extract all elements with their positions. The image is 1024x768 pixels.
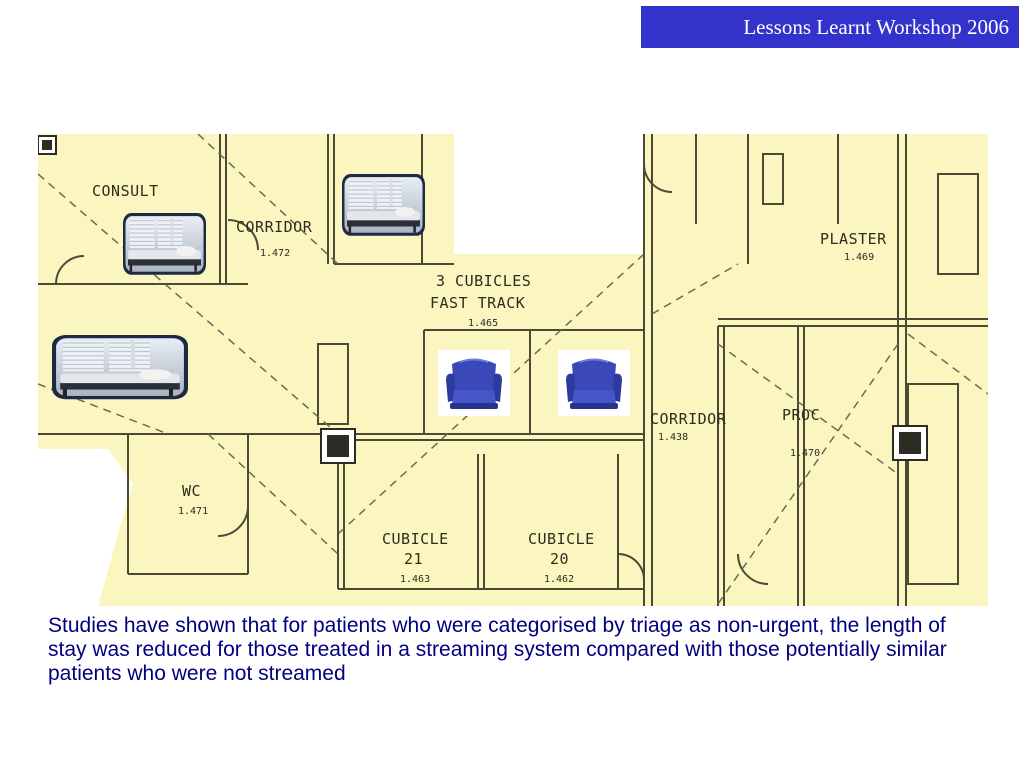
plaster-label: PLASTER <box>820 230 887 248</box>
proc-code: 1.470 <box>790 448 820 459</box>
cubicle-21-code: 1.463 <box>400 574 430 585</box>
wc-code: 1.471 <box>178 506 208 517</box>
plaster-code: 1.469 <box>844 252 874 263</box>
cubicle-20-number: 20 <box>550 550 569 568</box>
floor-plan: CONSULT CORRIDOR 1.472 3 CUBICLES FAST T… <box>38 134 988 606</box>
bed-photo-consult <box>123 213 206 275</box>
proc-label: PROC <box>782 406 820 424</box>
cubicle-21-number: 21 <box>404 550 423 568</box>
fast-track-code: 1.465 <box>468 318 498 329</box>
body-text: Studies have shown that for patients who… <box>48 614 947 685</box>
corridor-top-code: 1.472 <box>260 248 290 259</box>
corridor-right-label: CORRIDOR <box>650 410 727 428</box>
cubicle-21-label: CUBICLE <box>382 530 449 548</box>
bed-photo-left <box>52 335 188 400</box>
consult-label: CONSULT <box>92 182 159 200</box>
bed-photo-corridor <box>342 174 425 236</box>
cubicle-20-code: 1.462 <box>544 574 574 585</box>
header-banner: Lessons Learnt Workshop 2006 <box>641 6 1019 48</box>
wc-label: WC <box>182 482 201 500</box>
fast-track-label-line1: 3 CUBICLES <box>436 272 531 290</box>
header-title: Lessons Learnt Workshop 2006 <box>743 14 1009 39</box>
recliner-chair-icon <box>437 349 511 417</box>
floor-plan-drawing: CONSULT CORRIDOR 1.472 3 CUBICLES FAST T… <box>38 134 988 606</box>
recliner-chair-icon <box>557 349 631 417</box>
fast-track-label-line2: FAST TRACK <box>430 294 525 312</box>
cubicle-20-label: CUBICLE <box>528 530 595 548</box>
corridor-right-code: 1.438 <box>658 432 688 443</box>
corridor-top-label: CORRIDOR <box>236 218 313 236</box>
